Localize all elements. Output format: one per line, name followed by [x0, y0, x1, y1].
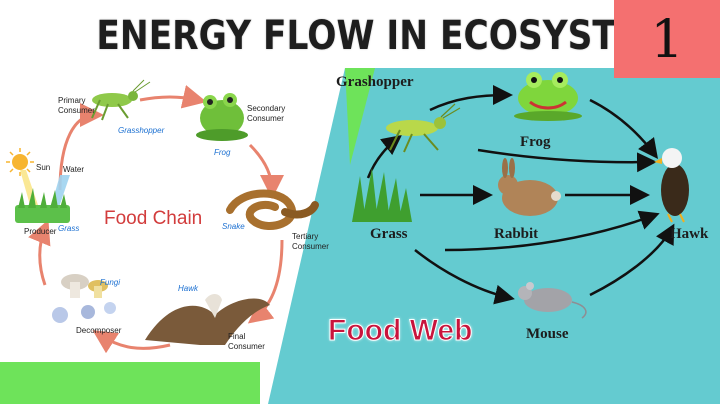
chain-arrow-snake-hawk [247, 239, 284, 324]
web-grass-illustration [352, 168, 412, 222]
web-arrow-grasshopper-hawk [477, 148, 657, 173]
web-rabbit-illustration [498, 158, 561, 216]
fungi-illustration [52, 274, 116, 323]
chain-role-tertiary-consumer: Tertiary Consumer [292, 232, 329, 251]
web-label-grass: Grass [370, 226, 408, 242]
web-arrow-grass-mouse [414, 249, 515, 305]
chain-arrow-fungi-grass [28, 219, 51, 286]
chain-name-grasshopper: Grasshopper [118, 126, 165, 135]
grasshopper-illustration [91, 79, 151, 121]
web-label-frog: Frog [520, 134, 551, 150]
chain-role-decomposer: Decomposer [76, 326, 122, 335]
web-mouse-illustration [518, 282, 587, 319]
food-chain-title: Food Chain [104, 208, 203, 229]
chain-role-secondary-consumer: Secondary Consumer [247, 104, 286, 123]
web-arrow-grass-hawk [444, 210, 660, 252]
web-label-grashopper: Grashopper [336, 74, 414, 90]
chain-role-final-consumer: Final Consumer [228, 332, 265, 351]
web-grasshopper-illustration [386, 103, 461, 153]
web-arrow-grasshopper-frog [429, 85, 513, 112]
chain-role-primary-consumer: Primary Consumer [58, 96, 95, 115]
hawk-chain-illustration [145, 294, 270, 345]
chain-name-fungi: Fungi [100, 278, 121, 287]
chain-role-producer: Producer [24, 227, 57, 236]
web-label-rabbit: Rabbit [494, 226, 539, 242]
slide-number-badge: 1 [614, 0, 720, 78]
snake-illustration [226, 189, 319, 230]
chain-arrow-hawk-fungi [92, 330, 171, 354]
web-label-mouse: Mouse [526, 326, 569, 342]
web-label-hawk: Hawk [670, 226, 709, 242]
chain-name-grass: Grass [58, 224, 80, 233]
food-web-title: Food Web [327, 314, 473, 348]
web-arrow-mouse-hawk [589, 223, 675, 297]
chain-name-hawk: Hawk [178, 284, 199, 293]
chain-name-frog: Frog [214, 148, 231, 157]
web-frog-illustration [514, 72, 582, 121]
chain-arrow-frog-snake [248, 143, 284, 199]
chain-arrow-grasshopper-frog [139, 85, 207, 109]
chain-role-water: Water [63, 165, 85, 174]
web-arrow-frog-hawk [589, 98, 659, 159]
chain-role-sun: Sun [36, 163, 51, 172]
ground-strip [0, 362, 260, 404]
frog-illustration [196, 93, 248, 141]
web-hawk-illustration [654, 148, 689, 223]
grass-illustration [15, 188, 70, 223]
chain-name-snake: Snake [222, 222, 245, 231]
